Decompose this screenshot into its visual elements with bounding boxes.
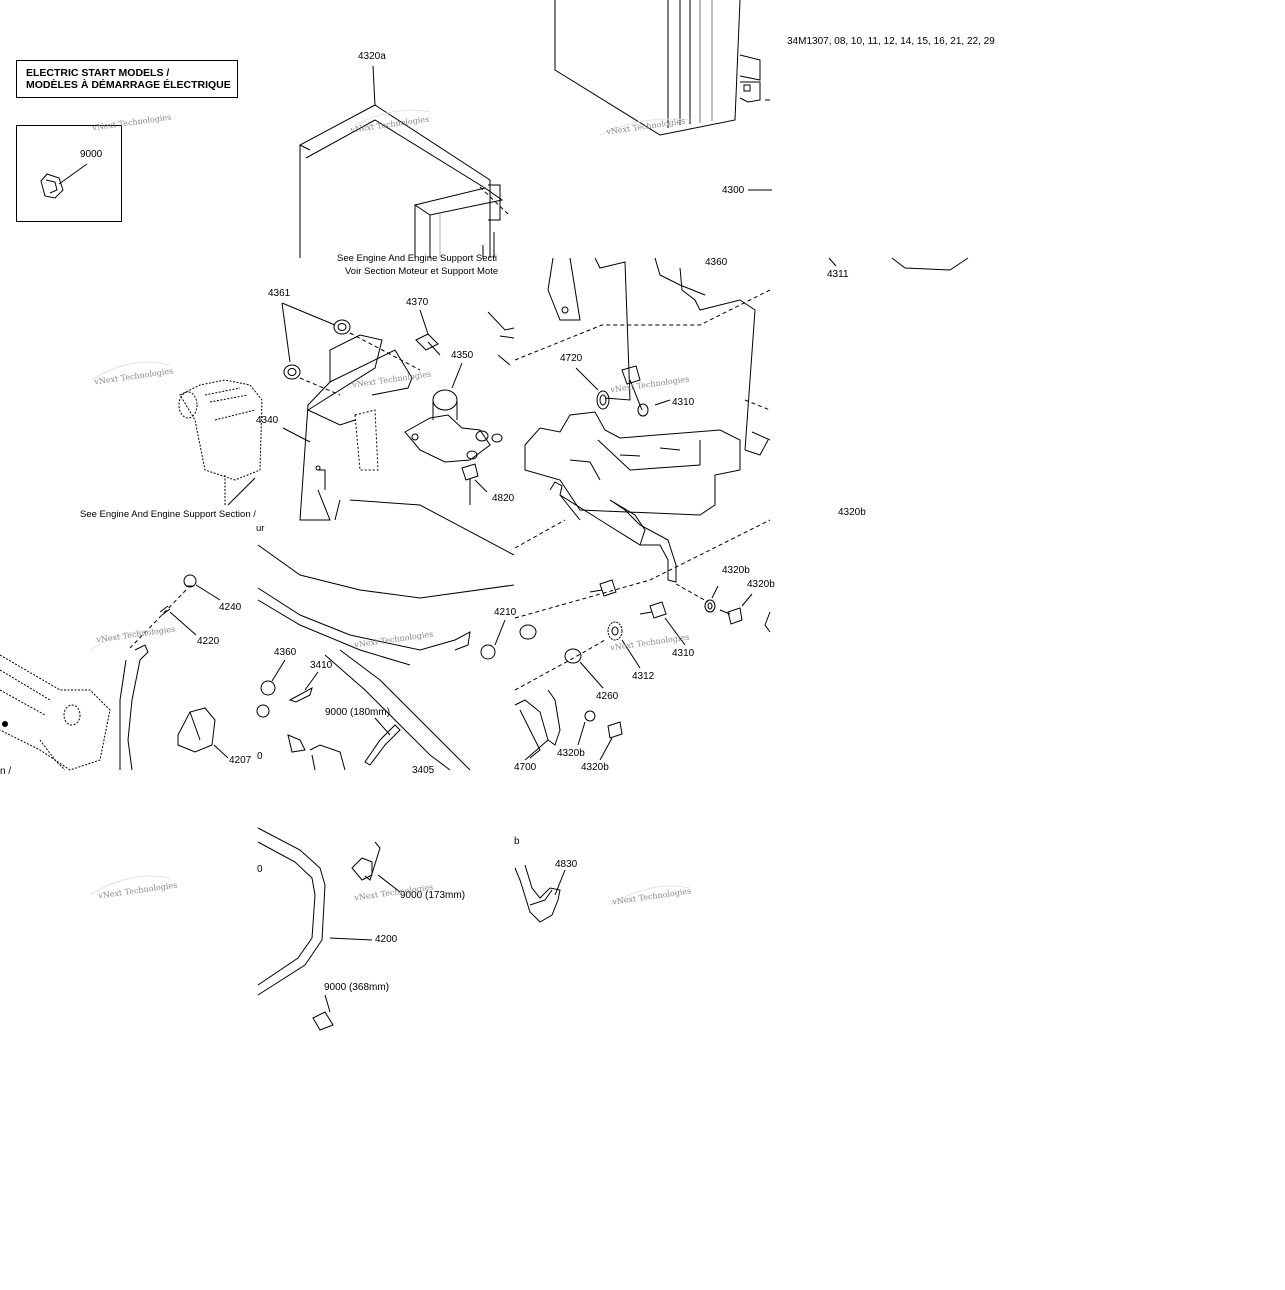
part-label: 4360 xyxy=(274,647,297,658)
inset-box: 9000 xyxy=(16,125,122,222)
boot-4207 xyxy=(177,707,216,753)
bolt-4370 xyxy=(415,333,441,356)
part-label: 0 xyxy=(257,751,263,762)
battery-illustration xyxy=(299,104,504,258)
part-label: 4820 xyxy=(492,493,515,504)
boot-4830 xyxy=(514,864,561,923)
part-label: 4320b xyxy=(722,565,750,576)
bolt-4310-lower xyxy=(589,579,686,646)
note-engine-support-top-fr: Voir Section Moteur et Support Mote xyxy=(345,266,499,277)
part-label: 4311 xyxy=(827,269,849,280)
title-line-1: ELECTRIC START MODELS / xyxy=(26,67,170,79)
part-label: 4200 xyxy=(375,934,398,945)
nut-4361 xyxy=(283,319,351,380)
part-label: 4320a xyxy=(358,51,386,62)
part-label: 4312 xyxy=(632,671,655,682)
note-engine-support-left-en: See Engine And Engine Support Section / xyxy=(80,509,256,520)
washer-4720 xyxy=(596,390,610,410)
part-label: 4240 xyxy=(219,602,242,613)
battery-tray-illustration xyxy=(524,257,771,516)
washer-4320b-upper xyxy=(704,599,716,613)
part-label: 4210 xyxy=(494,607,517,618)
solenoid-illustration xyxy=(404,389,503,463)
starter-motor-lower-illustration xyxy=(0,654,111,771)
part-label: 4350 xyxy=(451,350,474,361)
title-box: ELECTRIC START MODELS / MODÈLES À DÉMARR… xyxy=(16,60,238,98)
battery-cable-illustration xyxy=(549,481,677,583)
reference-code: 34M1307, 08, 10, 11, 12, 14, 15, 16, 21,… xyxy=(787,36,995,47)
part-label: n / xyxy=(0,766,12,777)
part-label: 4320b xyxy=(838,507,866,518)
part-label: 4207 xyxy=(229,755,252,766)
connector-3405 xyxy=(287,734,346,771)
note-engine-support-left-fr: ur xyxy=(256,523,265,534)
part-label: 0 xyxy=(257,864,263,875)
spacer-4260 xyxy=(519,624,582,664)
part-label: 4300 xyxy=(722,185,745,196)
battery-box-illustration xyxy=(554,0,770,136)
part-label: 3405 xyxy=(412,765,435,776)
starter-motor-illustration xyxy=(178,379,263,505)
part-label: 4360 xyxy=(705,257,728,268)
cable-tie-icon xyxy=(40,163,88,199)
cable-clamp-9000-173mm xyxy=(351,841,381,881)
lower-harness-illustration xyxy=(257,827,326,996)
part-label: 4310 xyxy=(672,648,695,659)
part-label: 4720 xyxy=(560,353,583,364)
note-engine-support-top-en: See Engine And Engine Support Secti xyxy=(337,253,498,264)
starter-cable-illustration xyxy=(119,574,197,771)
part-label: 4830 xyxy=(555,859,578,870)
star-washer-4312 xyxy=(607,621,623,641)
part-label: 4320b xyxy=(747,579,775,590)
bolt-4820 xyxy=(461,463,479,505)
part-label: 4340 xyxy=(256,415,279,426)
part-label: b xyxy=(514,836,520,847)
inset-part-label: 9000 xyxy=(80,149,103,160)
part-label: 4361 xyxy=(268,288,291,299)
part-label: 9000 (173mm) xyxy=(400,890,466,901)
part-label: 4220 xyxy=(197,636,220,647)
part-label: 4700 xyxy=(514,762,537,773)
mounting-bracket-illustration xyxy=(299,334,515,556)
title-line-2: MODÈLES À DÉMARRAGE ÉLECTRIQUE xyxy=(26,79,231,91)
bolt-4320b-upper xyxy=(719,607,743,625)
part-label: 9000 (368mm) xyxy=(324,982,390,993)
wiring-harness-illustration xyxy=(257,544,515,771)
part-label: 4320b xyxy=(557,748,585,759)
part-label: 4320b xyxy=(581,762,609,773)
part-label: 4370 xyxy=(406,297,429,308)
part-label: 3410 xyxy=(310,660,333,671)
part-label: 9000 (180mm) xyxy=(325,707,391,718)
part-label: 4310 xyxy=(672,397,695,408)
cable-4700 xyxy=(514,689,561,759)
part-label: 4260 xyxy=(596,691,619,702)
